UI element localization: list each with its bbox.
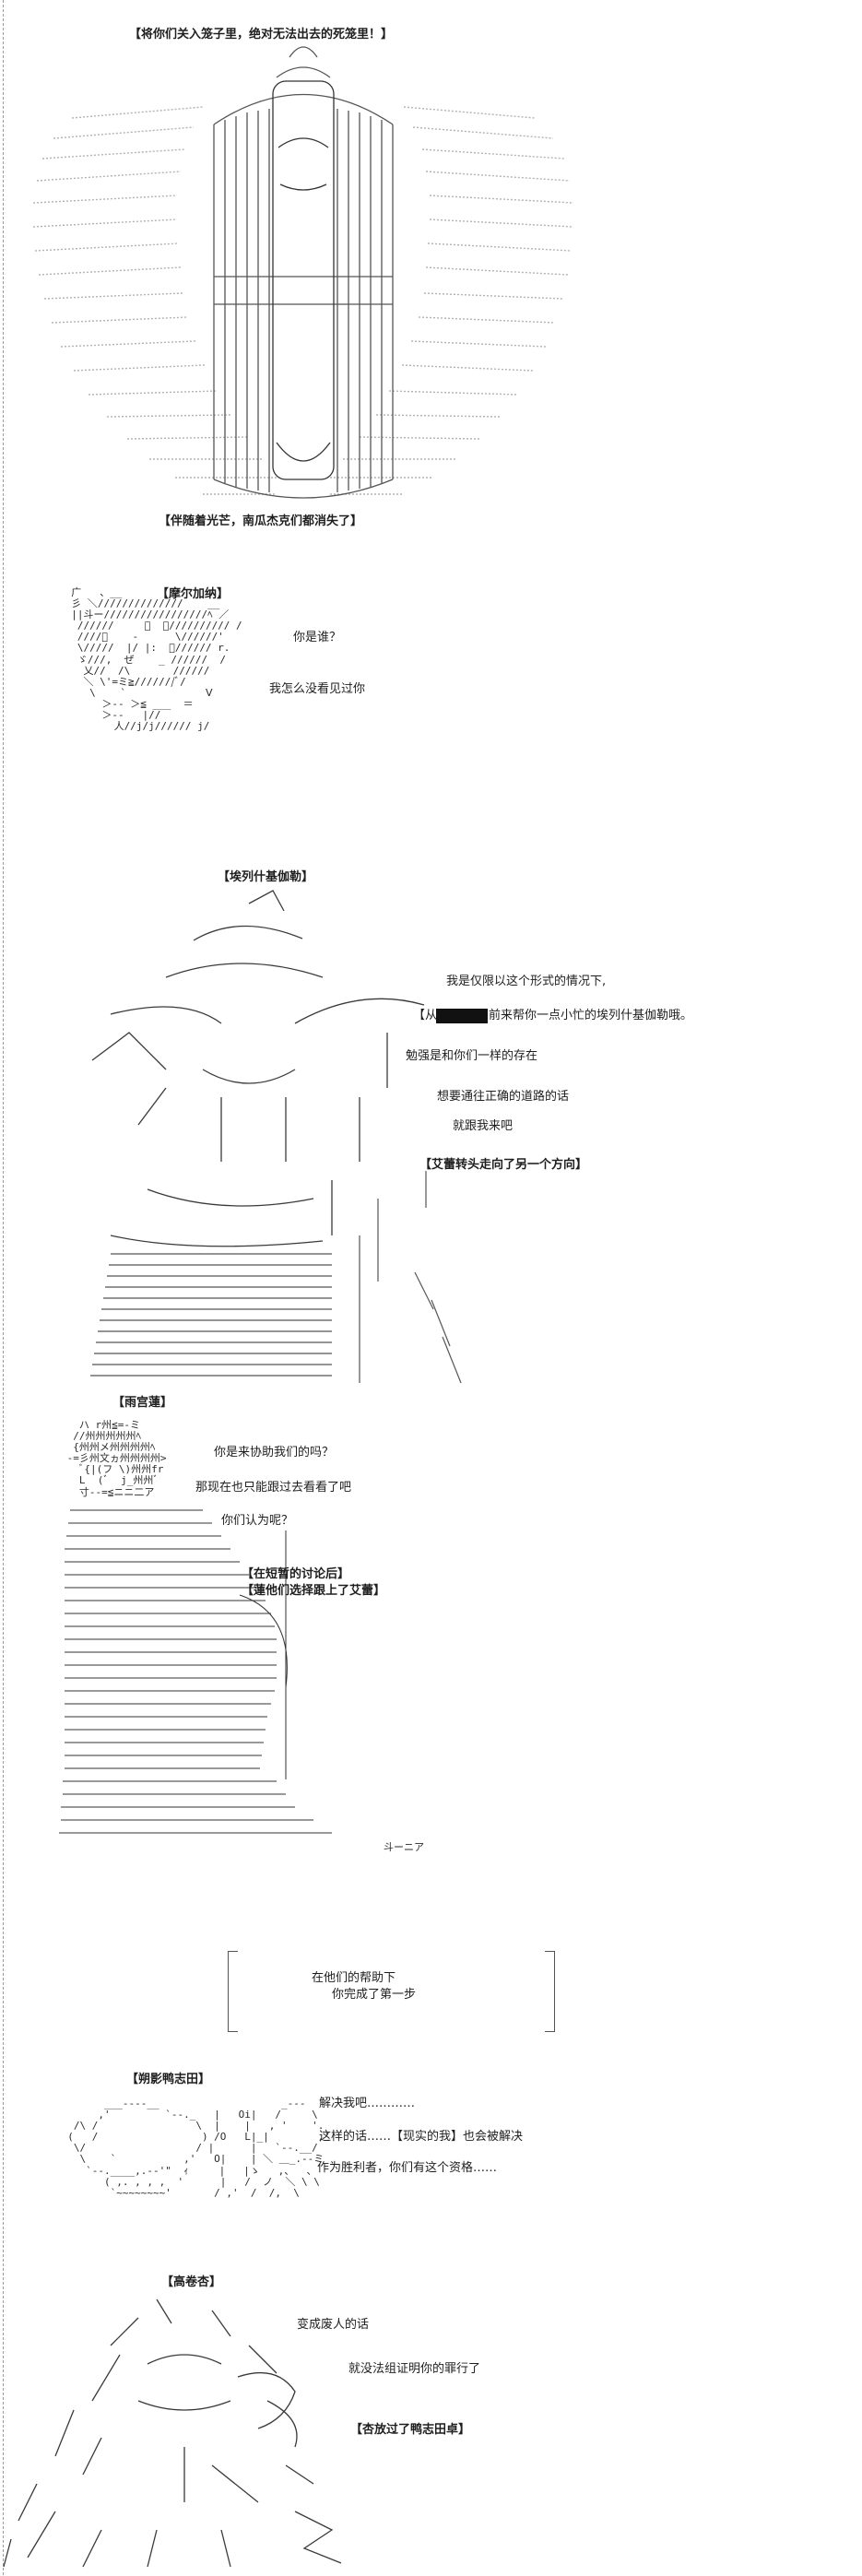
- ereshkigal-line-3: 勉强是和你们一样的存在: [406, 1049, 538, 1063]
- ren-line-2: 那现在也只能跟过去看看了吧: [195, 1481, 352, 1495]
- ereshkigal-line-1: 我是仅限以这个形式的情况下,: [446, 975, 607, 988]
- panel-takamaki-ann: 【高卷杏】: [0, 2268, 862, 2575]
- card-line-2: 你完成了第一步: [332, 1988, 417, 2002]
- panel-morgana: 广 、__ 彡 ＼////////////// __ ||斗ー/////////…: [0, 553, 862, 830]
- speaker-label-morgana: 【摩尔加纳】: [157, 587, 230, 601]
- ereshkigal-figure-art: [90, 890, 462, 1384]
- narration-card: 在他们的帮助下 你完成了第一步: [228, 1951, 555, 2032]
- left-margin-rule: [3, 0, 4, 2575]
- ren-ascii-head: ハ r州≦=-ミ //州州州州州ﾍ {州州メ州州州州ﾍ -=彡州文ヵ州州州州> …: [66, 1419, 167, 1498]
- redacted-block: [436, 1009, 488, 1023]
- panel-pumpkin-cage: 【将你们关入笼子里，绝对无法出去的死笼里！】: [0, 0, 862, 553]
- ereshkigal-line-2-suffix: 前来帮你一点小忙的埃列什基伽勒哦。: [489, 1009, 693, 1022]
- kamoshida-line-3: 作为胜利者，你们有这个资格……: [317, 2161, 498, 2175]
- speaker-label-ann: 【高卷杏】: [161, 2275, 222, 2289]
- caption-cage-shout: 【将你们关入笼子里，绝对无法出去的死笼里！】: [129, 28, 394, 41]
- ann-figure-art: [3, 2298, 342, 2568]
- morgana-line-1: 你是谁？: [293, 631, 342, 644]
- ereshkigal-line-2-prefix: 【从: [413, 1009, 438, 1022]
- caption-lanterns-vanish: 【伴随着光芒，南瓜杰克们都消失了】: [159, 514, 363, 528]
- panel-first-step: 在他们的帮助下 你完成了第一步: [0, 1899, 862, 2056]
- kamoshida-line-2: 这样的话……【现实的我】也会被解决: [319, 2130, 524, 2144]
- speaker-label-kamoshida: 【朔影鸭志田】: [126, 2073, 211, 2086]
- panel-amamiya-ren: 【雨宫蓮】 ハ r州≦=-ミ //州州州州州ﾍ {州州メ州州州州ﾍ -=彡州文ヵ…: [0, 1383, 862, 1899]
- ren-line-1: 你是来协助我们的吗？: [214, 1446, 335, 1459]
- narration-follow-ereshkigal: 【蓮他们选择跟上了艾蕾】: [242, 1584, 386, 1598]
- kamoshida-ascii-art: ___----__ _--- ,' `--._ | Oi| / \ /\ / \…: [67, 2097, 331, 2199]
- narration-after-discussion: 【在短暂的讨论后】: [242, 1567, 350, 1581]
- ann-line-2: 就没法组证明你的罪行了: [348, 2362, 481, 2376]
- pumpkin-cage-art: [32, 46, 574, 499]
- panel-shadow-kamoshida: 【朔影鸭志田】 ___----__ _--- ,' `--._ | Oi| / …: [0, 2056, 862, 2268]
- ren-line-3: 你们认为呢？: [221, 1514, 294, 1528]
- speaker-label-ereshkigal: 【埃列什基伽勒】: [218, 870, 314, 884]
- kamoshida-line-1: 解决我吧…………: [319, 2097, 416, 2110]
- panel-ereshkigal: 【埃列什基伽勒】: [0, 848, 862, 1384]
- narration-ann-spares: 【杏放过了鸭志田卓】: [350, 2423, 471, 2437]
- narration-ereshkigal-turns: 【艾蕾转头走向了另一个方向】: [419, 1158, 588, 1172]
- ereshkigal-line-5: 就跟我来吧: [453, 1119, 514, 1133]
- ann-line-1: 变成废人的话: [297, 2318, 370, 2332]
- morgana-line-2: 我怎么没看见过你: [269, 682, 366, 696]
- card-line-1: 在他们的帮助下: [312, 1971, 396, 1985]
- ren-coat-art: [59, 1509, 332, 1834]
- morgana-ascii-art: 广 、__ 彡 ＼////////////// __ ||斗ー/////////…: [71, 586, 242, 733]
- speaker-label-ren: 【雨宫蓮】: [112, 1396, 173, 1410]
- ren-trailing-art: 斗ーニア: [384, 1841, 424, 1853]
- ereshkigal-line-4: 想要通往正确的道路的话: [437, 1090, 570, 1104]
